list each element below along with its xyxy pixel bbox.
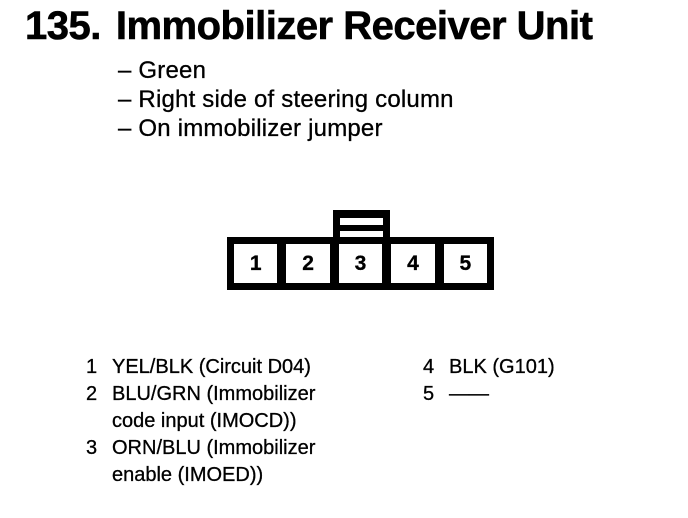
pin-description: BLU/GRN (Immobilizer code input (IMOCD)) <box>112 383 316 432</box>
page-title: 135. Immobilizer Receiver Unit <box>25 4 594 49</box>
pin-description: ORN/BLU (Immobilizer enable (IMOED)) <box>112 437 316 486</box>
tab-slot <box>340 231 383 237</box>
pin-no-connection-dash: —— <box>449 383 489 405</box>
item-number: 135. <box>25 4 102 49</box>
connector-diagram: 1 2 3 4 5 <box>227 237 494 290</box>
note-line: – Green <box>118 57 207 84</box>
pin-description: YEL/BLK (Circuit D04) <box>112 356 311 378</box>
pin-number: 4 <box>423 356 435 378</box>
pin-description: BLK (G101) <box>449 356 555 378</box>
pin-number: 1 <box>86 356 98 378</box>
pin-description-list-left: 1 YEL/BLK (Circuit D04) 2 BLU/GRN (Immob… <box>86 354 316 489</box>
pin-number: 2 <box>86 383 98 405</box>
notes-list: – Green – Right side of steering column … <box>118 56 454 143</box>
pin-description-row: 1 YEL/BLK (Circuit D04) <box>86 354 315 381</box>
item-title: Immobilizer Receiver Unit <box>115 4 594 49</box>
connector-pin-cell: 4 <box>391 244 435 283</box>
pin-number: 5 <box>423 383 435 405</box>
connector-pin-cell: 2 <box>286 244 330 283</box>
pin-description-row: 5 —— <box>423 381 555 408</box>
tab-slot <box>340 218 383 225</box>
note-line: – On immobilizer jumper <box>118 115 383 142</box>
note-line: – Right side of steering column <box>118 86 454 113</box>
connector-pin-cell: 1 <box>234 244 278 283</box>
connector-locking-tab <box>333 210 390 237</box>
pin-description-row: 2 BLU/GRN (Immobilizer code input (IMOCD… <box>86 381 316 435</box>
connector-pin-cell: 3 <box>338 244 383 283</box>
pin-number: 3 <box>86 437 98 459</box>
pin-description-list-right: 4 BLK (G101) 5 —— <box>423 354 555 408</box>
connector-pin-cell: 5 <box>443 244 488 283</box>
pin-description-row: 4 BLK (G101) <box>423 354 555 381</box>
pin-description-row: 3 ORN/BLU (Immobilizer enable (IMOED)) <box>86 435 316 489</box>
